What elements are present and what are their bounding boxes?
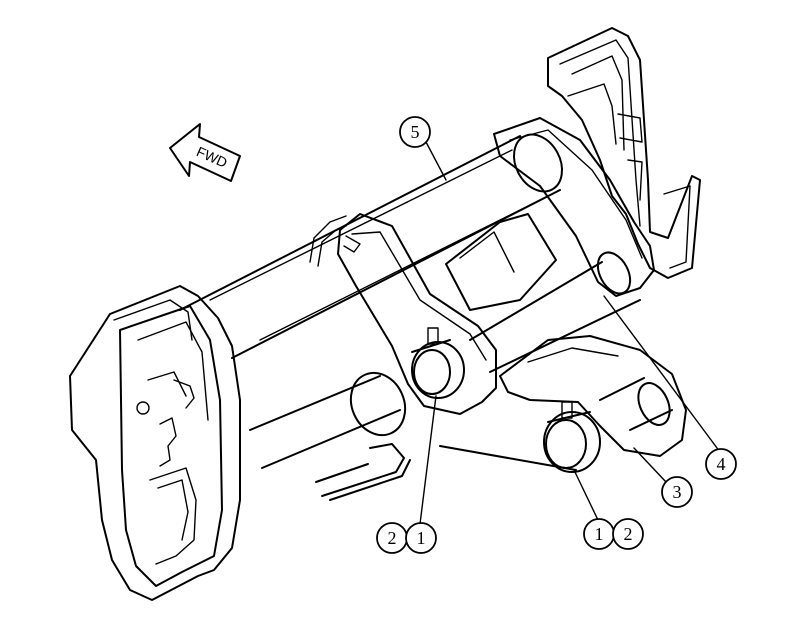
right-pin: [543, 401, 601, 473]
callout-4-label: 4: [717, 454, 726, 474]
right-plate-assembly: [445, 117, 655, 373]
leader-lines: [419, 141, 721, 525]
lower-cross-tube: [249, 371, 407, 469]
callout-2-left: 2: [376, 522, 408, 554]
callout-3-label: 3: [673, 482, 682, 502]
callout-1-right: 1: [583, 518, 615, 550]
callout-2-right: 2: [612, 518, 644, 550]
callout-2-right-label: 2: [624, 524, 633, 544]
left-pin: [411, 327, 465, 399]
right-mounting-bracket: [547, 27, 701, 279]
lower-handle: [315, 443, 411, 501]
callout-1-right-label: 1: [595, 524, 604, 544]
fwd-arrow: FWD: [169, 123, 241, 182]
callout-1-left-label: 1: [417, 528, 426, 548]
callout-5-label: 5: [411, 122, 420, 142]
upper-handle: [309, 215, 361, 267]
callout-5: 5: [399, 116, 431, 148]
callout-3: 3: [661, 476, 693, 508]
left-mounting-bracket: [69, 285, 241, 601]
callout-4: 4: [705, 448, 737, 480]
callout-2-left-label: 2: [388, 528, 397, 548]
callout-1-left: 1: [405, 522, 437, 554]
lower-right-bracket: [439, 335, 687, 471]
center-plate: [337, 213, 497, 415]
